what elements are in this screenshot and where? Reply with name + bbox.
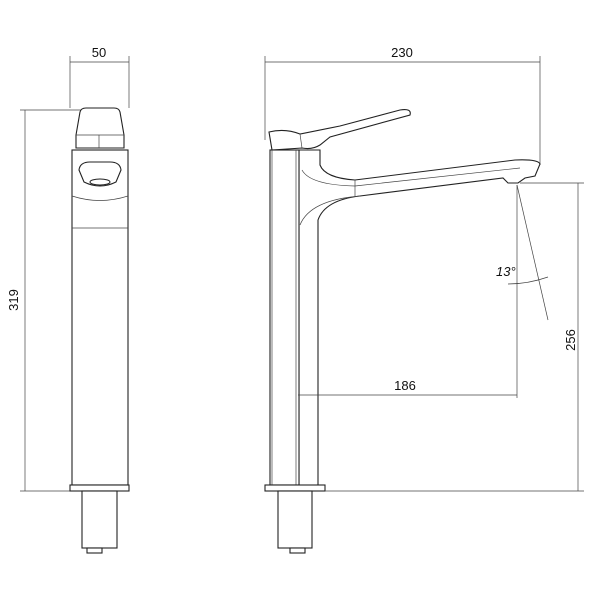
dimension-angle: 13° — [496, 184, 549, 321]
depth-label: 230 — [391, 45, 413, 60]
side-faucet-body — [264, 109, 541, 554]
front-faucet-body — [69, 107, 130, 554]
side-view: 230 186 256 — [264, 45, 584, 554]
height-label: 319 — [6, 289, 21, 311]
dimension-reach: 186 — [298, 185, 518, 398]
width-label: 50 — [92, 45, 106, 60]
front-view: 50 319 — [6, 45, 130, 554]
reach-label: 186 — [394, 378, 416, 393]
dimension-width-front: 50 — [69, 45, 130, 108]
angle-label: 13° — [496, 264, 516, 279]
dimension-height-front: 319 — [6, 109, 100, 492]
dimension-depth: 230 — [264, 45, 541, 165]
dimension-spout-height: 256 — [325, 182, 584, 492]
spout-height-label: 256 — [563, 329, 578, 351]
